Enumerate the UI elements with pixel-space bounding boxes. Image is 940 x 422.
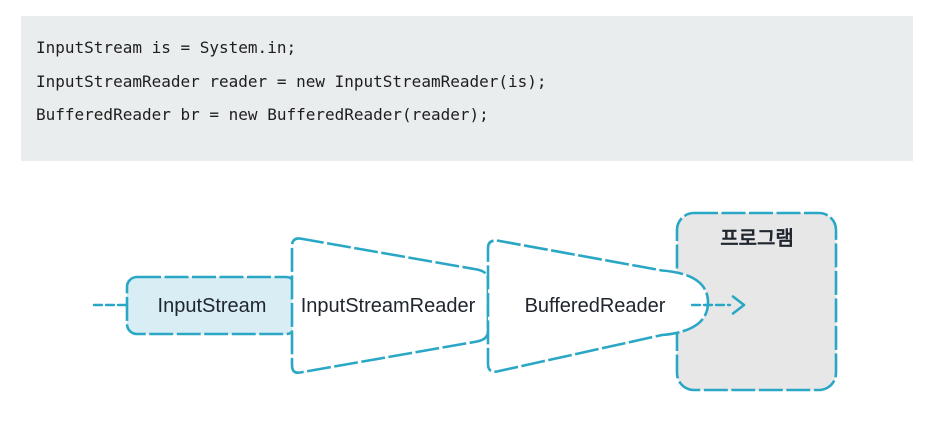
code-block: InputStream is = System.in; InputStreamR…	[21, 16, 913, 161]
code-line: BufferedReader br = new BufferedReader(r…	[36, 105, 489, 124]
inputstreamreader-node	[290, 237, 490, 375]
bufferedreader-label: BufferedReader	[525, 295, 666, 317]
inputstreamreader-label: InputStreamReader	[301, 295, 476, 317]
code-line: InputStreamReader reader = new InputStre…	[36, 71, 547, 91]
output-arrow	[690, 295, 746, 315]
output-arrow-head-icon	[731, 295, 746, 315]
program-label: 프로그램	[720, 227, 794, 250]
code-line: InputStream is = System.in;	[36, 38, 297, 57]
bufferedreader-node	[486, 239, 710, 374]
inputstream-label: InputStream	[158, 295, 267, 317]
